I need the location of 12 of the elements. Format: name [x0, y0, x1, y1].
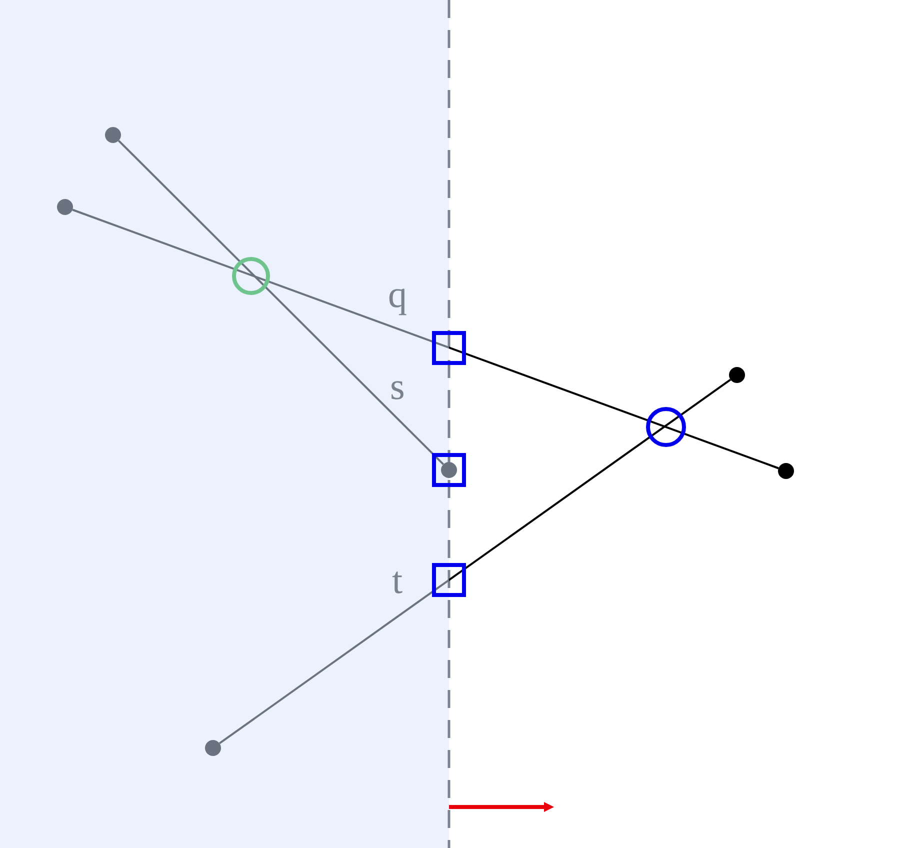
endpoint-dot: [57, 199, 73, 215]
endpoint-dot: [778, 463, 794, 479]
endpoint-dot: [105, 127, 121, 143]
line-segment: [218, 378, 732, 744]
endpoint-dot: [729, 367, 745, 383]
endpoint-dot: [205, 740, 221, 756]
line-segment: [118, 140, 444, 466]
segment-label: q: [388, 276, 407, 314]
endpoint-dot: [441, 462, 457, 478]
line-segment: [72, 208, 779, 470]
segment-label: t: [392, 562, 403, 600]
segment-label: s: [390, 368, 405, 406]
